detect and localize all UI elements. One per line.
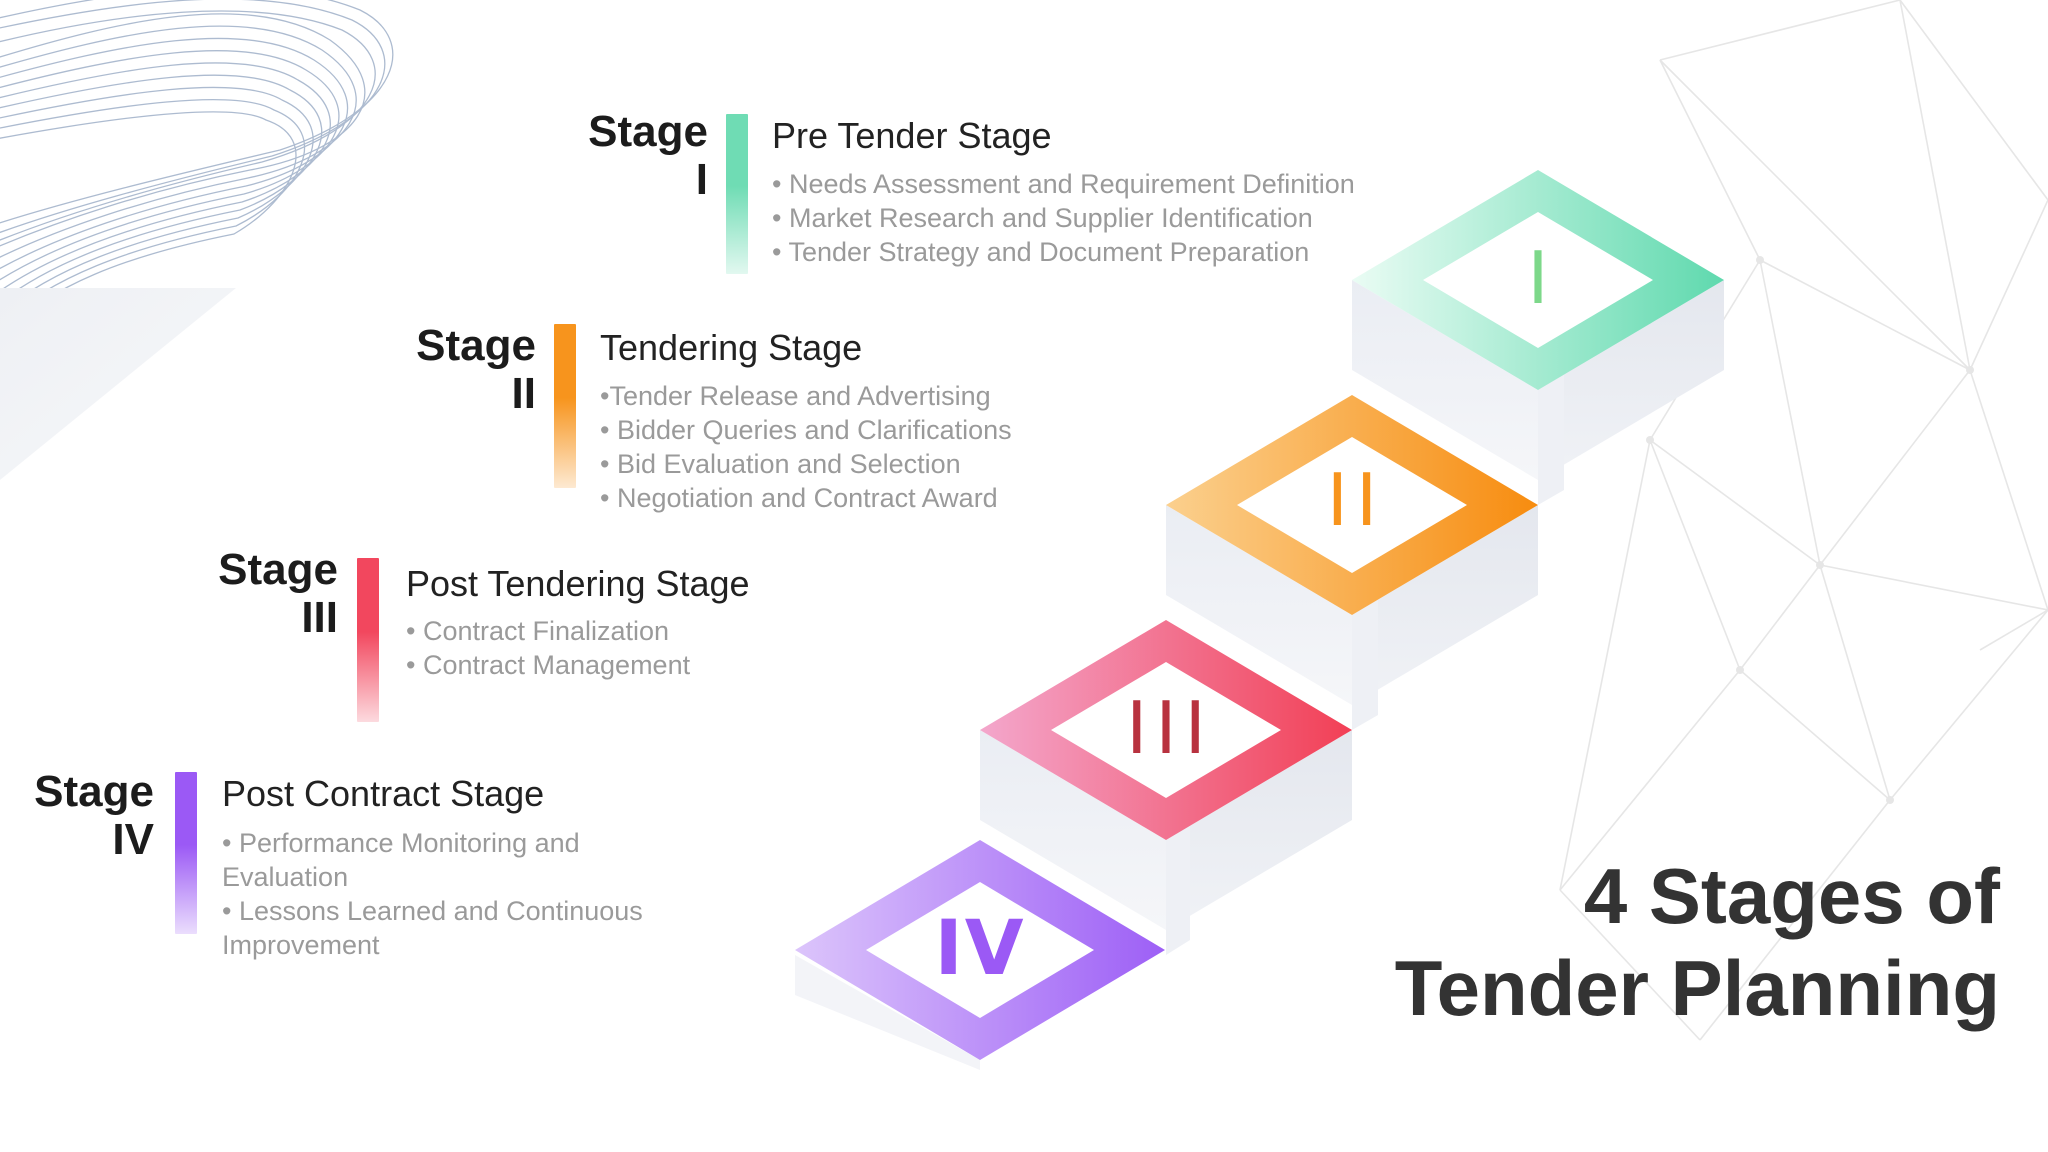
step-faces: [795, 280, 1724, 1070]
step-3-numeral: III: [1126, 686, 1214, 770]
bullet-item: • Lessons Learned and Continuous Improve…: [222, 896, 643, 960]
bullet-item: •Tender Release and Advertising: [600, 381, 991, 411]
main-title: 4 Stages of Tender Planning: [1395, 850, 2000, 1034]
bullet-item: • Negotiation and Contract Award: [600, 483, 998, 513]
stage-1-label-numeral: I: [695, 155, 708, 204]
wave-lines-decor: [0, 0, 394, 337]
bullet-item: • Market Research and Supplier Identific…: [772, 203, 1313, 233]
stage-1-label: Stage I: [560, 108, 708, 204]
stage-4-bar: [175, 772, 197, 934]
bullet-item: • Performance Monitoring and Evaluation: [222, 828, 580, 892]
stage-1-bar: [726, 114, 748, 274]
stage-4-label-numeral: IV: [112, 815, 154, 864]
stage-3-bar: [357, 558, 379, 722]
bullet-item: • Needs Assessment and Requirement Defin…: [772, 169, 1355, 199]
triangle-decor: [0, 288, 236, 480]
stage-2-title: Tendering Stage: [600, 327, 863, 368]
bullet-item: • Contract Management: [406, 650, 691, 680]
stage-2-label: Stage II: [388, 322, 536, 418]
stage-2-bar: [554, 324, 576, 488]
stage-1-word: Stage: [588, 107, 708, 156]
step-4-numeral: IV: [934, 903, 1026, 992]
stage-4-word: Stage: [34, 767, 154, 816]
bullet-item: • Tender Strategy and Document Preparati…: [772, 237, 1310, 267]
stage-1-title: Pre Tender Stage: [772, 115, 1052, 156]
stage-3-word: Stage: [218, 545, 338, 594]
stage-1-bullets: • Needs Assessment and Requirement Defin…: [772, 167, 1392, 269]
stage-3-label-numeral: III: [301, 593, 338, 642]
stage-2-bullets: •Tender Release and Advertising • Bidder …: [600, 379, 1060, 515]
stage-3-title: Post Tendering Stage: [406, 563, 750, 604]
bullet-item: • Contract Finalization: [406, 616, 670, 646]
main-title-line-2: Tender Planning: [1394, 944, 2000, 1032]
network-decor: [1559, 0, 2048, 1041]
step-1-numeral: I: [1527, 236, 1549, 320]
step-4-tile: [795, 840, 1165, 1060]
step-3-tile: [980, 620, 1352, 840]
step-2-tile: [1166, 395, 1538, 615]
stage-4-bullets: • Performance Monitoring and Evaluation•…: [222, 826, 692, 962]
stage-3-bullets: • Contract Finalization • Contract Manage…: [406, 614, 826, 682]
step-1-tile: [1352, 170, 1724, 390]
step-2-numeral: II: [1326, 458, 1386, 542]
stage-2-label-numeral: II: [511, 369, 536, 418]
bullet-item: • Bidder Queries and Clarifications: [600, 415, 1012, 445]
stage-4-label: Stage IV: [6, 768, 154, 864]
stage-3-label: Stage III: [190, 546, 338, 642]
stage-4-title: Post Contract Stage: [222, 773, 545, 814]
main-title-line-1: 4 Stages of: [1583, 852, 2000, 940]
network-nodes-decor: [1646, 256, 1974, 804]
bullet-item: • Bid Evaluation and Selection: [600, 449, 961, 479]
stage-2-word: Stage: [416, 321, 536, 370]
